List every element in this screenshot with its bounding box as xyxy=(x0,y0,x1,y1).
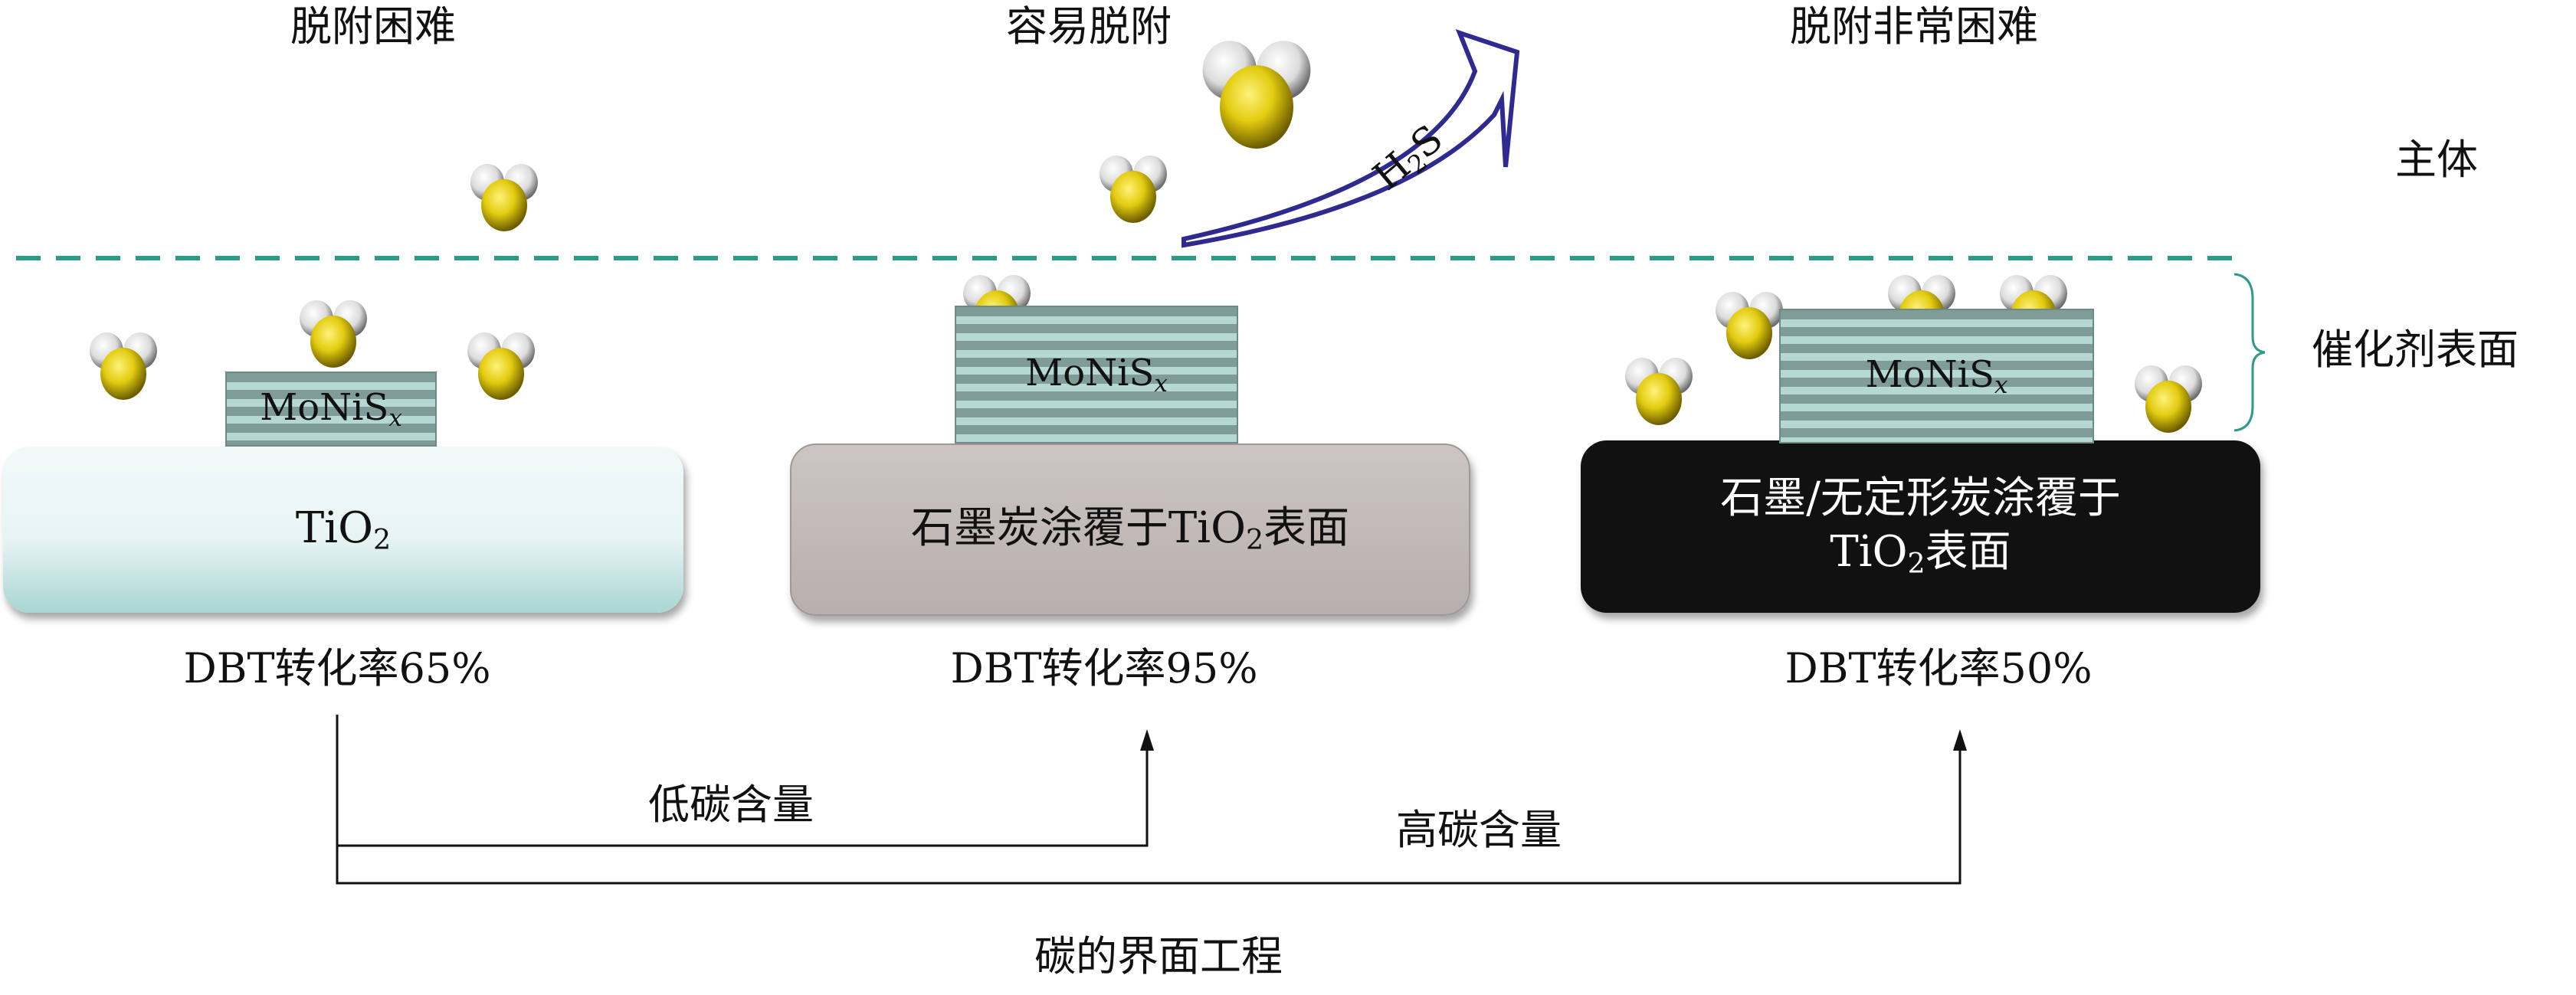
monisx-layer-1: MoNiSx xyxy=(225,371,437,447)
support-tio2: TiO2 xyxy=(3,447,683,613)
sulfur-atom xyxy=(1110,171,1156,223)
h2s-molecule xyxy=(1202,41,1311,149)
title-hard-desorption: 脱附困难 xyxy=(290,2,456,51)
sulfur-atom xyxy=(310,316,356,368)
h2s-molecule xyxy=(1100,155,1167,223)
sulfur-atom xyxy=(100,348,146,400)
support-graphite-coated-tio2: 石墨炭涂覆于TiO2表面 xyxy=(790,443,1470,616)
h2s-molecule xyxy=(1625,358,1693,425)
title-easy-desorption: 容易脱附 xyxy=(1006,2,1172,51)
sulfur-atom xyxy=(1220,65,1293,149)
sulfur-atom xyxy=(1726,307,1772,359)
conversion-tio2: DBT转化率65% xyxy=(183,644,491,692)
h2s-molecule xyxy=(90,332,157,400)
h2s-molecule xyxy=(300,300,367,368)
arrowhead-high-carbon xyxy=(1953,729,1967,751)
label-low-carbon: 低碳含量 xyxy=(648,781,814,829)
label-catalyst-surface: 催化剂表面 xyxy=(2312,326,2519,374)
arrowhead-low-carbon xyxy=(1140,729,1154,751)
label-carbon-interface-engineering: 碳的界面工程 xyxy=(1034,932,1283,980)
sulfur-atom xyxy=(481,179,527,231)
sulfur-atom xyxy=(1636,373,1682,425)
h2s-molecule xyxy=(2135,365,2202,433)
label-bulk: 主体 xyxy=(2395,136,2478,184)
h2s-molecule xyxy=(470,164,538,231)
h2s-molecule xyxy=(1716,292,1783,359)
monisx-layer-3: MoNiSx xyxy=(1779,309,2094,443)
title-very-hard-desorption: 脱附非常困难 xyxy=(1790,2,2038,51)
conversion-amorphous: DBT转化率50% xyxy=(1785,644,2093,692)
flow-lines xyxy=(336,715,1961,885)
label-high-carbon: 高碳含量 xyxy=(1396,806,1562,854)
sulfur-atom xyxy=(478,348,524,400)
desorption-arrow xyxy=(1181,29,1520,248)
monisx-layer-2: MoNiSx xyxy=(955,306,1238,443)
conversion-graphite: DBT转化率95% xyxy=(950,644,1258,692)
surface-brace xyxy=(2234,273,2266,432)
h2s-molecule xyxy=(467,332,535,400)
sulfur-atom xyxy=(2145,381,2191,433)
